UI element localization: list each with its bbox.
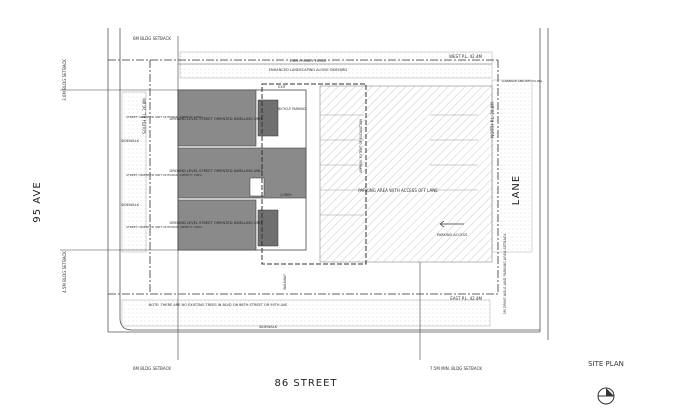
setback-bottom-right: 7.5M MIN. BLDG SETBACK bbox=[430, 366, 482, 371]
site-plan-title: SITE PLAN bbox=[588, 360, 624, 368]
sidewalk-bottom-label: SIDEWALK bbox=[259, 325, 278, 329]
unit-2 bbox=[177, 147, 307, 199]
bicycle-label: BICYCLE PARKING bbox=[278, 107, 307, 111]
amenity-2-label: STREET ORIENTED UNIT OUTDOOR AMENITY ARE… bbox=[126, 173, 203, 177]
sidewalk-mid-label: SIDEWALK bbox=[121, 203, 140, 207]
parking-area-label: PARKING AREA WITH ACCESS OFF LANE bbox=[358, 188, 438, 193]
sidewalk-top-label: SIDEWALK bbox=[121, 139, 140, 143]
property-lines bbox=[108, 59, 499, 295]
exit-label: EXIT bbox=[278, 85, 287, 89]
unit-1-label: GROUND LEVEL STREET ORIENTED DWELLING UN… bbox=[170, 117, 264, 121]
landscaping-label: ENHANCED LANDSCAPING ALONG SIDEYARD bbox=[269, 68, 348, 72]
parking-stalls bbox=[320, 114, 478, 216]
excavation-label: APPROX. EXTENT OF EXCAVATION bbox=[359, 119, 363, 173]
setback-lines bbox=[60, 36, 421, 360]
sidewalk-areas bbox=[121, 51, 533, 327]
south-pl-label: SOUTH P.L. 26.8M bbox=[142, 98, 147, 134]
privacy-fence-label: 1.8M PRIVACY FENCE bbox=[290, 59, 327, 63]
lane-label: LANE bbox=[511, 175, 522, 205]
elevator bbox=[249, 177, 265, 197]
garbage-label: GARBAGE AND RECYCLING bbox=[502, 79, 543, 83]
street-curbs bbox=[107, 28, 549, 340]
stair-2 bbox=[257, 209, 279, 247]
note-label: NOTE: THERE ARE NO EXISTING TREES IN BLV… bbox=[149, 303, 288, 307]
building-footprint bbox=[177, 89, 307, 251]
setback-left-lower: 4.5M BLDG SETBACK bbox=[62, 251, 67, 293]
west-pl-label: WEST P.L. 42.4M bbox=[449, 54, 482, 59]
setback-right-lane: 3M DRIVE AISLE AND PARKING AREA SETBACK bbox=[503, 233, 507, 315]
setback-bottom-left: 6M BLDG SETBACK bbox=[133, 366, 171, 371]
parking-area bbox=[319, 85, 493, 263]
unit-2-label: GROUND LEVEL STREET ORIENTED DWELLING UN… bbox=[170, 169, 264, 173]
walkway-label: WALKWAY bbox=[283, 274, 287, 290]
lobby-label: LOBBY bbox=[280, 193, 292, 197]
street-86-label: 86 STREET bbox=[274, 378, 337, 389]
unit-3-label: GROUND LEVEL STREET ORIENTED DWELLING UN… bbox=[170, 221, 264, 225]
amenity-1-label: STREET ORIENTED UNIT OUTDOOR AMENITY ARE… bbox=[126, 115, 203, 119]
unit-3 bbox=[177, 199, 257, 251]
east-pl-label: EAST P.L. 42.4M bbox=[450, 296, 482, 301]
setback-top-left: 6M BLDG SETBACK bbox=[133, 36, 171, 41]
north-arrow-icon bbox=[597, 387, 615, 405]
parking-access-label: PARKING ACCESS bbox=[437, 233, 468, 237]
stair-1 bbox=[257, 99, 279, 137]
amenity-3-label: STREET ORIENTED UNIT OUTDOOR AMENITY ARE… bbox=[126, 225, 203, 229]
excavation-line bbox=[261, 83, 367, 265]
unit-1 bbox=[177, 89, 257, 147]
avenue-95-label: 95 AVE bbox=[32, 181, 43, 222]
setback-left-upper: 3.0M BLDG SETBACK bbox=[62, 59, 67, 101]
north-pl-label: NORTH P.L. 26.8M bbox=[490, 102, 495, 138]
parking-access-arrow bbox=[439, 220, 464, 228]
